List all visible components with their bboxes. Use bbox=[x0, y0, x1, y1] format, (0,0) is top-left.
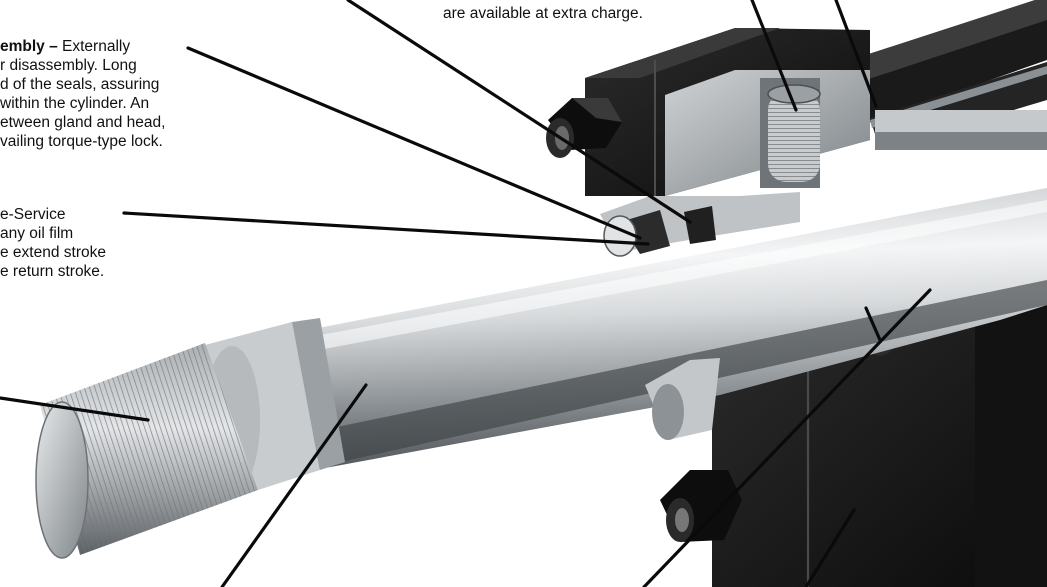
callout-wiper-line: e return stroke. bbox=[0, 263, 105, 280]
leader-top-1 bbox=[346, 0, 692, 224]
piston-rod bbox=[230, 188, 1047, 480]
leader-top-port bbox=[750, 0, 798, 112]
callout-assembly-heading: embly – bbox=[0, 38, 58, 55]
rod-bushing-lower bbox=[645, 358, 720, 440]
callout-ports: are available at extra charge. bbox=[443, 4, 643, 23]
tie-rod-nut-lower bbox=[660, 470, 742, 542]
leader-top-tube bbox=[834, 0, 878, 108]
leader-assembly bbox=[186, 46, 642, 240]
callout-assembly-line: r disassembly. Long bbox=[0, 57, 137, 74]
leader-wiper bbox=[122, 211, 650, 246]
leader-screw bbox=[864, 306, 882, 342]
leader-rod bbox=[220, 383, 368, 587]
callout-rod-wiper: e-Service any oil film e extend stroke e… bbox=[0, 205, 106, 281]
port-thread bbox=[767, 84, 821, 182]
rod-end-thread bbox=[35, 343, 258, 559]
callout-wiper-line: any oil film bbox=[0, 225, 74, 242]
callout-assembly-heading-tail: Externally bbox=[57, 38, 131, 55]
callout-assembly-line: d of the seals, assuring bbox=[0, 76, 160, 93]
callout-assembly-line: within the cylinder. An bbox=[0, 95, 150, 112]
callout-wiper-line: e extend stroke bbox=[0, 244, 106, 261]
leader-thread bbox=[0, 396, 150, 422]
leader-nut bbox=[642, 288, 932, 587]
callout-wiper-line: e-Service bbox=[0, 206, 66, 223]
leader-head bbox=[804, 508, 856, 587]
callout-gland-assembly: embly – Externally r disassembly. Long d… bbox=[0, 37, 165, 151]
callout-assembly-line: vailing torque-type lock. bbox=[0, 133, 163, 150]
head-block-upper bbox=[585, 28, 1047, 200]
callout-leaders bbox=[0, 0, 932, 587]
callout-ports-line: are available at extra charge. bbox=[443, 5, 643, 22]
callout-assembly-line: etween gland and head, bbox=[0, 114, 166, 131]
